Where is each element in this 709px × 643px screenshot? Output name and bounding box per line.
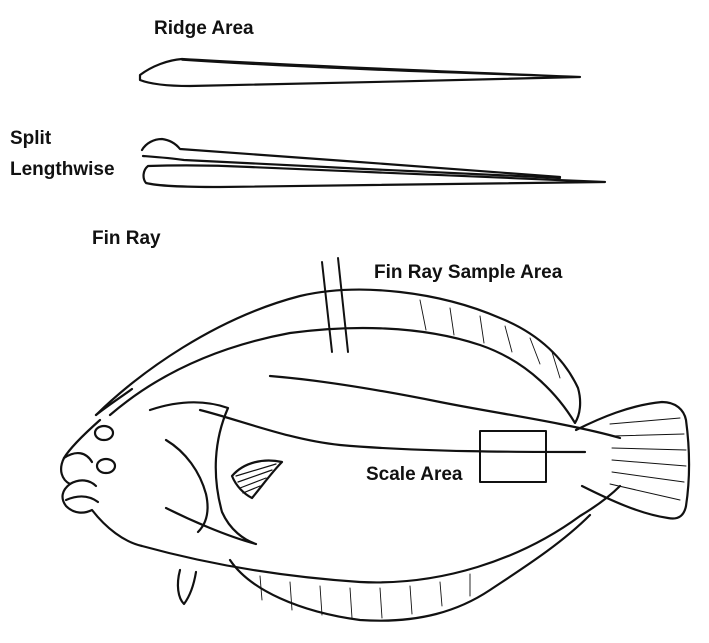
caudal-fin-rays bbox=[610, 418, 686, 500]
split-label-line2: Lengthwise bbox=[10, 157, 115, 183]
pelvic-fin bbox=[178, 570, 196, 604]
ridge-area-label: Ridge Area bbox=[154, 16, 254, 42]
gill-cover bbox=[150, 402, 256, 544]
eye-upper-icon bbox=[95, 426, 113, 440]
scale-area-label: Scale Area bbox=[366, 462, 462, 488]
caudal-fin bbox=[576, 402, 689, 519]
scale-area-box bbox=[480, 431, 546, 482]
ridge-fin-ray bbox=[140, 59, 580, 86]
fin-ray-label: Fin Ray bbox=[92, 226, 161, 252]
ventral-fin bbox=[230, 515, 590, 621]
eye-lower-icon bbox=[97, 459, 115, 473]
dorsal-fin bbox=[96, 290, 580, 423]
split-label-line1: Split bbox=[10, 126, 51, 152]
fin-ray-sample-area-label: Fin Ray Sample Area bbox=[374, 260, 562, 286]
split-ray-upper-inner bbox=[143, 156, 560, 178]
ventral-fin-rays bbox=[260, 574, 470, 618]
mouth bbox=[64, 453, 98, 502]
pectoral-fin bbox=[232, 461, 282, 498]
fin-ray-sample-marker bbox=[322, 258, 348, 352]
fish-body bbox=[61, 376, 620, 582]
